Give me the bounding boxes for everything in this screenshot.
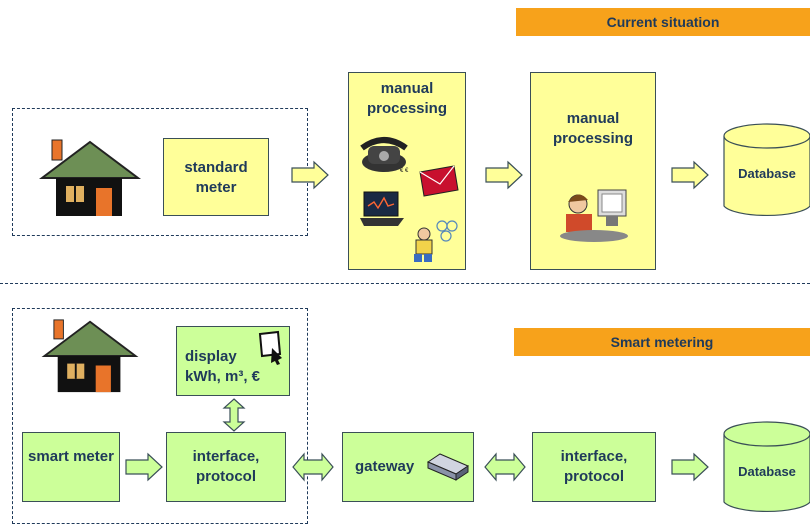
house-icon xyxy=(39,139,141,216)
interface-protocol-label-2: interface, protocol xyxy=(560,448,628,485)
smart-meter-box: smart meter xyxy=(22,432,120,502)
router-icon xyxy=(426,453,470,481)
current-situation-banner: Current situation xyxy=(516,8,810,36)
laptop-icon xyxy=(360,191,404,226)
manual-processing-label-1: manual processing xyxy=(366,80,448,117)
standard-meter-label: standard meter xyxy=(184,159,248,196)
telephone-icon: € € xyxy=(360,137,409,174)
reader-person-icon xyxy=(414,220,458,262)
computer-user-icon xyxy=(560,189,628,242)
svg-text:€ €: € € xyxy=(400,168,409,174)
smart-meter-label: smart meter xyxy=(28,448,114,465)
arrow-right-icon xyxy=(291,160,329,190)
vertical-double-arrow-icon xyxy=(222,398,246,432)
arrow-right-icon xyxy=(485,160,523,190)
display-label: display xyxy=(185,348,237,365)
gateway-label: gateway xyxy=(355,458,415,475)
standard-meter-box: standard meter xyxy=(163,138,269,216)
letter-icon xyxy=(419,165,459,197)
pointer-screen-icon xyxy=(258,330,282,365)
arrow-right-icon xyxy=(671,160,709,190)
arrow-right-icon xyxy=(671,452,709,482)
interface-protocol-box-2: interface, protocol xyxy=(532,432,656,502)
database-label-smart: Database xyxy=(738,464,796,479)
house-icon xyxy=(41,319,139,393)
database-cylinder-icon xyxy=(723,421,810,513)
double-arrow-icon xyxy=(484,452,526,482)
double-arrow-icon xyxy=(292,452,334,482)
smart-metering-banner: Smart metering xyxy=(514,328,810,356)
arrow-right-icon xyxy=(125,452,163,482)
database-label-current: Database xyxy=(738,166,796,181)
interface-protocol-box-1: interface, protocol xyxy=(166,432,286,502)
manual-processing-label-2: manual processing xyxy=(552,110,634,147)
display-units-label: kWh, m³, € xyxy=(185,368,261,385)
interface-protocol-label-1: interface, protocol xyxy=(192,448,260,485)
display-box: display kWh, m³, € xyxy=(176,326,290,396)
section-divider xyxy=(0,283,810,284)
database-cylinder-icon xyxy=(723,123,810,217)
